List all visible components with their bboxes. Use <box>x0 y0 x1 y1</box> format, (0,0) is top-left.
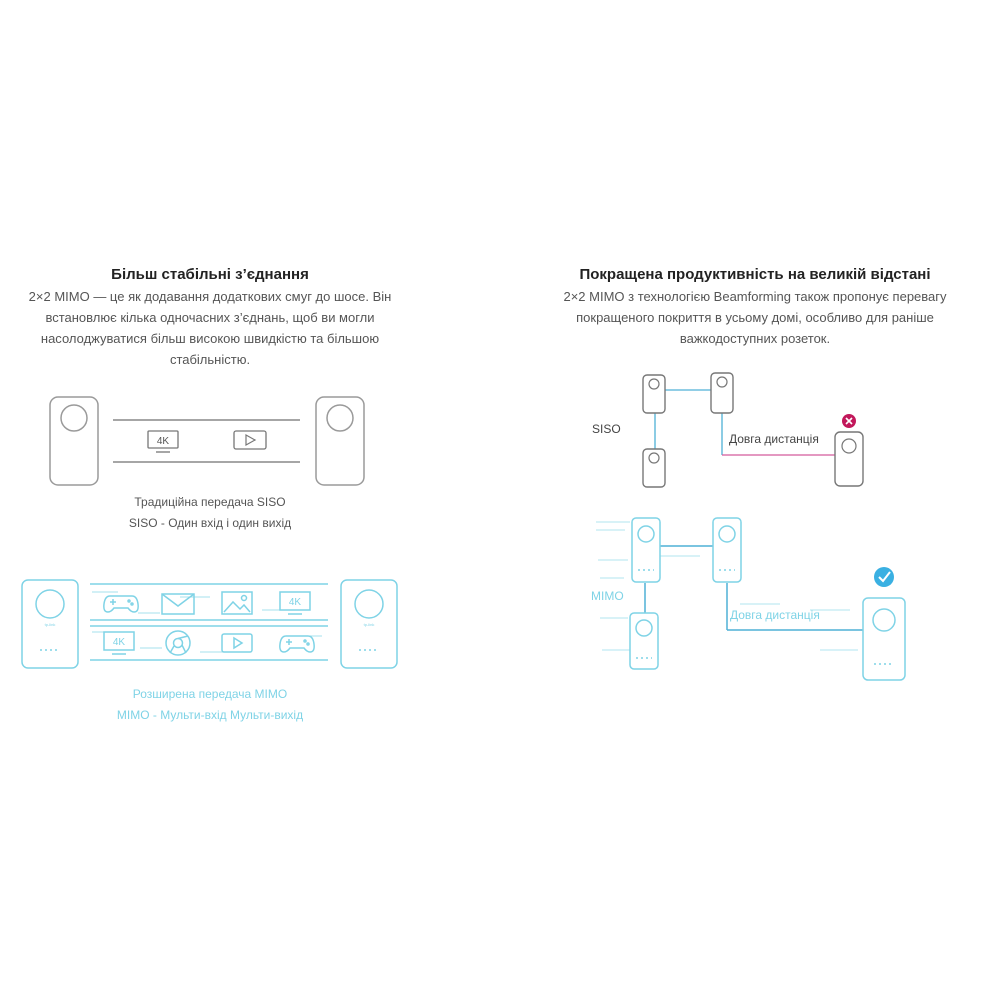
mimo-plug-3 <box>629 612 659 670</box>
siso-diagram: 4K <box>49 396 365 486</box>
right-desc-line-3: важкодоступних розеток. <box>679 331 831 346</box>
tv-4k-icon: 4K <box>103 631 135 655</box>
speed-lines <box>92 591 322 653</box>
mimo-network <box>596 517 906 681</box>
left-description: 2×2 MIMO — це як додавання додаткових см… <box>0 286 420 370</box>
siso-caption-line-1: Традиційна передача SISO <box>134 495 286 509</box>
mimo-device-left: tp-link <box>21 579 79 669</box>
siso-label: SISO <box>592 422 621 436</box>
check-icon <box>874 567 894 587</box>
tv-4k-badge: 4K <box>157 436 170 447</box>
siso-remote-plug <box>834 431 864 487</box>
svg-text:tp-link: tp-link <box>45 622 56 627</box>
right-desc-line-1: 2×2 MIMO з технологією Beamforming також… <box>563 289 947 304</box>
siso-caption: Традиційна передача SISO SISO - Один вхі… <box>60 492 360 534</box>
siso-device-left <box>49 396 99 486</box>
siso-plug-2 <box>710 372 734 414</box>
tv-4k-badge: 4K <box>289 597 302 608</box>
left-desc-line-3: насолоджуватися більш високою швидкістю … <box>40 331 380 346</box>
play-icon <box>233 430 267 450</box>
mimo-speed-lines <box>596 521 858 651</box>
siso-plug-3 <box>642 448 666 488</box>
left-desc-line-1: 2×2 MIMO — це як додавання додаткових см… <box>28 289 392 304</box>
mimo-caption-line-1: Розширена передача MIMO <box>132 687 288 701</box>
mimo-label: MIMO <box>591 589 624 603</box>
mimo-distance-label: Довга дистанція <box>730 608 820 622</box>
tv-4k-badge: 4K <box>113 637 126 648</box>
mail-icon <box>161 593 195 615</box>
siso-device-right <box>315 396 365 486</box>
chrome-icon <box>165 630 191 656</box>
gamepad-icon <box>103 595 139 613</box>
mimo-lanes <box>90 583 328 661</box>
siso-network <box>642 372 864 488</box>
left-heading: Більш стабільні з’єднання <box>111 266 309 283</box>
left-desc-line-2: встановлює кілька одночасних з’єднань, щ… <box>45 310 375 325</box>
mimo-plug-1 <box>631 517 661 583</box>
mimo-caption-line-2: MIMO - Мульти-вхід Мульти-вихід <box>116 708 304 722</box>
cross-icon <box>842 414 856 428</box>
mimo-remote-plug <box>862 597 906 681</box>
siso-caption-line-2: SISO - Один вхід і один вихід <box>128 516 292 530</box>
left-desc-line-4: стабільністю. <box>169 352 251 367</box>
right-heading: Покращена продуктивність на великій відс… <box>579 266 931 283</box>
gamepad-icon <box>279 635 315 653</box>
tv-4k-icon: 4K <box>279 591 311 615</box>
image-icon <box>221 591 253 615</box>
play-icon <box>221 633 253 653</box>
mimo-caption: Розширена передача MIMO MIMO - Мульти-вх… <box>60 684 360 726</box>
mimo-diagram: tp-link tp-link <box>21 579 398 669</box>
mimo-plug-2 <box>712 517 742 583</box>
svg-text:tp-link: tp-link <box>364 622 375 627</box>
siso-distance-label: Довга дистанція <box>729 432 819 446</box>
right-description: 2×2 MIMO з технологією Beamforming також… <box>520 286 989 349</box>
right-desc-line-2: покращеного покриття в усьому домі, особ… <box>576 310 934 325</box>
tv-4k-icon: 4K <box>147 430 179 453</box>
siso-plug-1 <box>642 374 666 414</box>
mimo-device-right: tp-link <box>340 579 398 669</box>
